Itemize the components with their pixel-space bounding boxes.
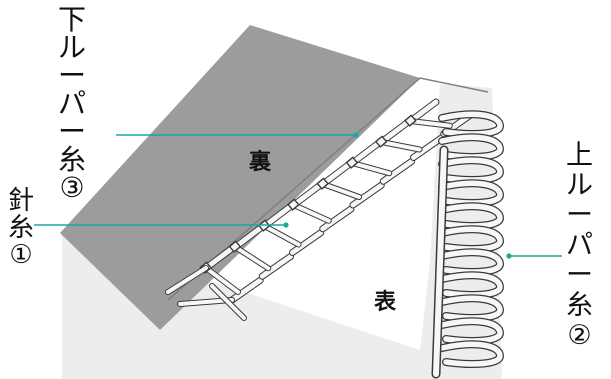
label-char: ル (58, 34, 86, 62)
upper-looper-thread-label: 上 ル ー パ ー 糸 ② (566, 142, 593, 352)
label-char: ① (9, 242, 32, 269)
label-char: ー (58, 118, 86, 146)
leader-dot-upper-looper (506, 253, 511, 258)
label-char: ー (566, 262, 593, 292)
back-fabric-panel (60, 25, 420, 330)
lower-looper-thread-segment (352, 144, 377, 163)
label-char: 糸 (566, 292, 593, 322)
label-char: ③ (59, 174, 84, 202)
label-char: 糸 (8, 215, 34, 242)
label-char: ー (58, 62, 86, 90)
label-char: パ (566, 232, 593, 262)
leader-dot-lower-looper (353, 132, 358, 137)
lower-looper-thread-label: 下 ル ー パ ー 糸 ③ (58, 6, 86, 202)
needle-thread-label: 針 糸 ① (8, 188, 34, 269)
needle-thread-rung (294, 205, 329, 221)
needle-thread-rung (352, 163, 389, 173)
label-char: ー (566, 202, 593, 232)
lower-looper-thread-segment (411, 102, 436, 121)
label-char: ② (567, 322, 591, 352)
label-char: 針 (8, 188, 34, 215)
lower-looper-thread-segment (382, 123, 407, 142)
label-char: ル (566, 172, 593, 202)
needle-thread-rung (235, 247, 268, 268)
back-side-label: 裏 (249, 144, 271, 176)
label-char: 下 (58, 6, 86, 34)
label-char: パ (58, 90, 86, 118)
needle-thread-rung (265, 226, 299, 245)
front-side-label: 表 (374, 284, 396, 316)
label-char: 上 (566, 142, 593, 172)
label-char: 糸 (58, 146, 86, 174)
leader-dot-needle (283, 222, 288, 227)
needle-thread-rung (323, 184, 359, 197)
